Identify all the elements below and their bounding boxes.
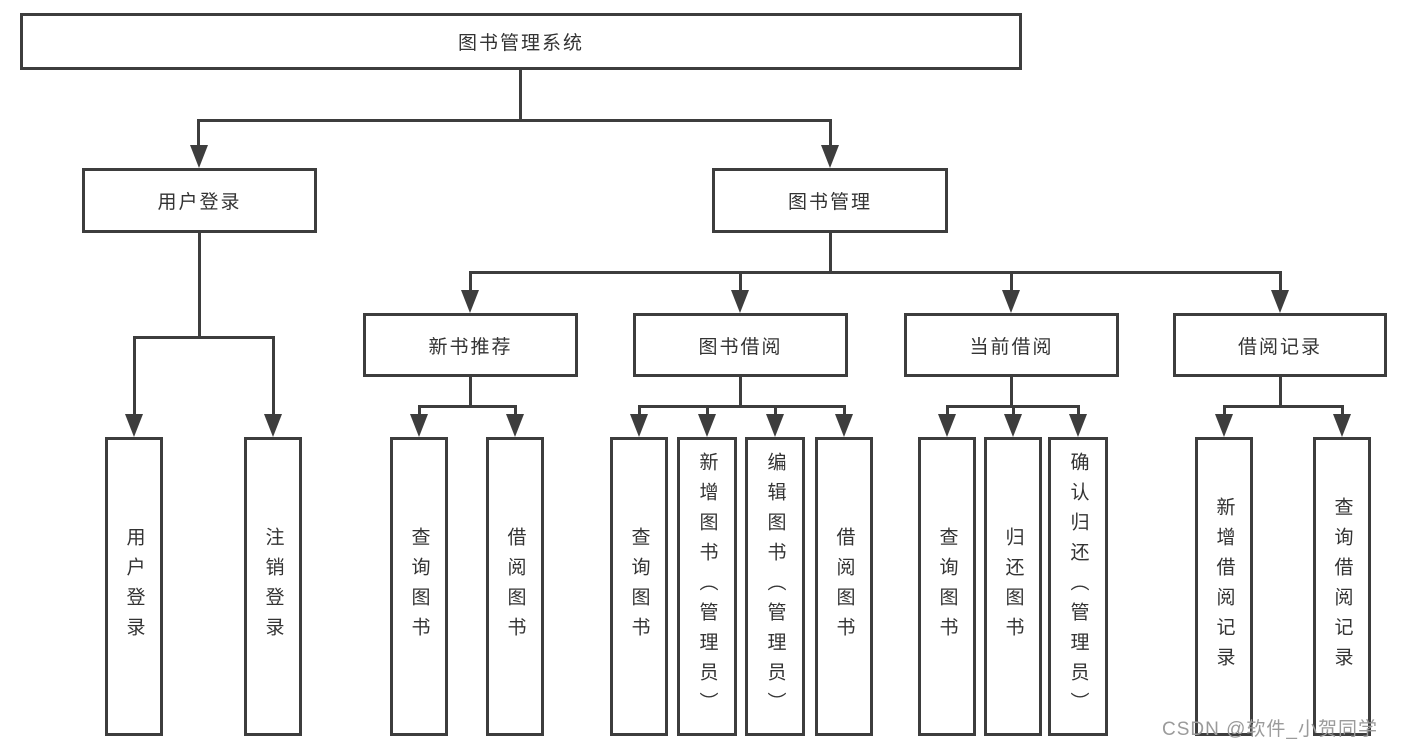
arrowhead-down-icon [731,290,749,313]
connector-drop [418,405,421,417]
connector-drop [1012,405,1015,417]
arrowhead-down-icon [1271,290,1289,313]
node-user-login: 用户登录 [82,168,317,233]
connector-drop-new-book [469,271,472,293]
connector-drop-book-management [829,119,832,149]
node-library-management-system: 图书管理系统 [20,13,1022,70]
arrowhead-down-icon [190,145,208,168]
arrowhead-down-icon [1333,414,1351,437]
connector-drop-borrow-records [1279,271,1282,293]
arrowhead-down-icon [1215,414,1233,437]
arrowhead-down-icon [125,414,143,437]
arrowhead-down-icon [821,145,839,168]
leaf-add-borrow-record: 新增借阅记录 [1195,437,1253,736]
connector-drop [1341,405,1344,417]
connector-user-login-splitter [133,336,275,339]
arrowhead-down-icon [766,414,784,437]
leaf-query-books-current: 查询图书 [918,437,976,736]
leaf-borrow-books-recommend: 借阅图书 [486,437,544,736]
connector-drop-user-login [197,119,200,149]
connector-book-management-stem [829,233,832,273]
connector-drop-leaf-user-login [133,336,136,418]
connector-drop [843,405,846,417]
leaf-user-login: 用户登录 [105,437,163,736]
node-book-management: 图书管理 [712,168,948,233]
connector-drop [706,405,709,417]
arrowhead-down-icon [938,414,956,437]
node-borrow-records: 借阅记录 [1173,313,1387,377]
leaf-query-books-recommend: 查询图书 [390,437,448,736]
connector-drop-current-borrow [1010,271,1013,293]
connector-root-splitter [198,119,832,122]
leaf-return-book: 归还图书 [984,437,1042,736]
connector-drop [1077,405,1080,417]
node-new-book-recommend: 新书推荐 [363,313,578,377]
connector-current-borrow-stem [1010,377,1013,407]
leaf-logout-login: 注销登录 [244,437,302,736]
arrowhead-down-icon [506,414,524,437]
connector-drop [638,405,641,417]
connector-new-book-stem [469,377,472,407]
arrowhead-down-icon [1069,414,1087,437]
connector-user-login-stem [198,233,201,338]
arrowhead-down-icon [264,414,282,437]
connector-borrow-records-stem [1279,377,1282,407]
node-book-borrowing: 图书借阅 [633,313,848,377]
leaf-query-books-borrowing: 查询图书 [610,437,668,736]
arrowhead-down-icon [630,414,648,437]
connector-drop [514,405,517,417]
connector-book-borrow-splitter [638,405,846,408]
connector-drop [1223,405,1226,417]
leaf-add-book-admin: 新增图书（管理员） [677,437,737,736]
leaf-query-borrow-record: 查询借阅记录 [1313,437,1371,736]
connector-new-book-splitter [418,405,517,408]
leaf-borrow-books-borrowing: 借阅图书 [815,437,873,736]
connector-drop [946,405,949,417]
node-current-borrowing: 当前借阅 [904,313,1119,377]
arrowhead-down-icon [835,414,853,437]
connector-drop [774,405,777,417]
csdn-watermark: CSDN @软件_小贺同学 [1162,719,1378,740]
connector-drop-leaf-logout [272,336,275,418]
arrowhead-down-icon [1002,290,1020,313]
arrowhead-down-icon [1004,414,1022,437]
leaf-confirm-return-admin: 确认归还（管理员） [1048,437,1108,736]
connector-book-management-splitter [469,271,1282,274]
connector-book-borrow-stem [739,377,742,407]
connector-root-stem [519,70,522,121]
arrowhead-down-icon [410,414,428,437]
arrowhead-down-icon [461,290,479,313]
arrowhead-down-icon [698,414,716,437]
leaf-edit-book-admin: 编辑图书（管理员） [745,437,805,736]
connector-drop-book-borrow [739,271,742,293]
connector-borrow-records-splitter [1223,405,1344,408]
